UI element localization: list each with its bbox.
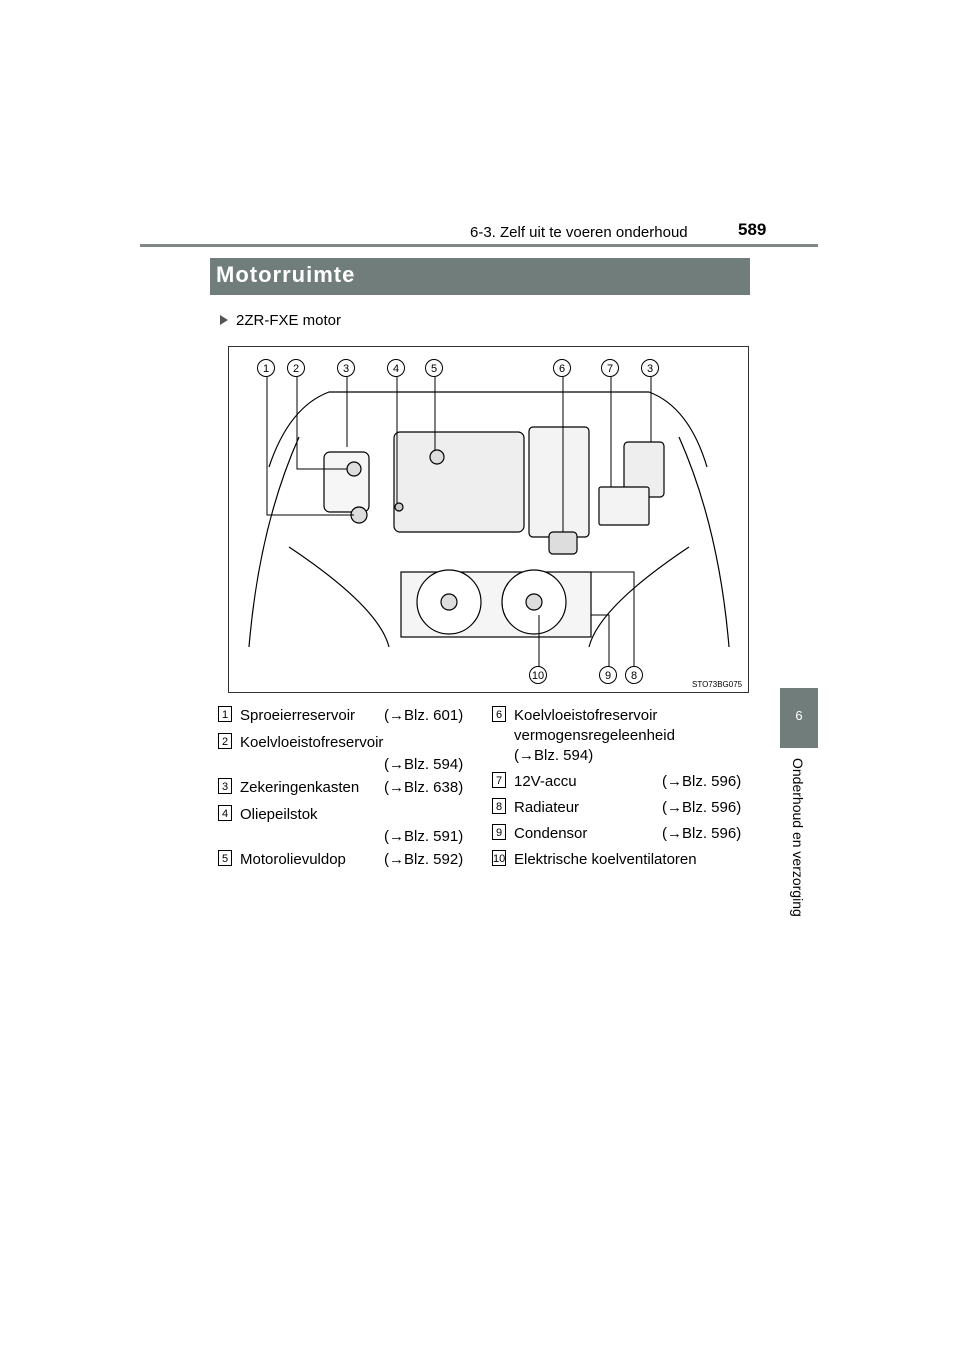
- legend-item-left: 3 Zekeringenkasten (→Blz. 638): [218, 778, 478, 838]
- legend-number: 4: [218, 805, 232, 821]
- legend-label: Zekeringenkasten: [240, 779, 360, 796]
- callout-top: 4: [387, 359, 405, 377]
- inverter-unit: [528, 426, 590, 538]
- dipstick-handle: [394, 502, 404, 512]
- legend-number: 1: [218, 706, 232, 722]
- legend-item-right: 7 12V-accu (→Blz. 596): [492, 772, 752, 832]
- subheading: 2ZR-FXE motor: [220, 312, 341, 329]
- legend-item-right: 6 Koelvloeistofreservoir vermogensregeleen…: [492, 706, 752, 766]
- legend-page-ref: (→Blz. 601): [384, 707, 464, 724]
- callout-top: 2: [287, 359, 305, 377]
- callout-top: 5: [425, 359, 443, 377]
- legend-number: 9: [492, 824, 506, 840]
- legend-number: 2: [218, 733, 232, 749]
- legend-item-left: 2 Koelvloeistofreservoir(→Blz. 594): [218, 733, 478, 793]
- engine-bay-illustration: [228, 346, 749, 693]
- side-tab-text: Onderhoud en verzorging: [790, 758, 806, 917]
- callout-top: 6: [553, 359, 571, 377]
- inverter-coolant-tank: [548, 531, 578, 555]
- page-number: 589: [738, 220, 767, 239]
- battery: [598, 486, 650, 526]
- callout-bottom: 8: [625, 666, 643, 684]
- subheading-text: 2ZR-FXE motor: [236, 312, 342, 329]
- section-title: Motorruimte: [216, 262, 356, 287]
- callout-bottom: 9: [599, 666, 617, 684]
- legend-number: 6: [492, 706, 506, 722]
- legend-page-ref: (→Blz. 591): [384, 828, 464, 845]
- legend-item-right: 8 Radiateur (→Blz. 596): [492, 798, 752, 858]
- legend-label: 12V-accu: [514, 773, 577, 790]
- left-fender-line: [248, 436, 300, 648]
- legend-label: Motorolievuldop: [240, 851, 346, 868]
- legend-item-left: 5 Motorolievuldop (→Blz. 592): [218, 850, 478, 910]
- section-bar: [210, 258, 750, 295]
- oil-filler-cap: [429, 449, 445, 465]
- coolant-cap: [346, 461, 362, 477]
- callout-top: 3: [337, 359, 355, 377]
- legend-label: Radiateur: [514, 799, 580, 816]
- legend-item-left: 4 Oliepeilstok (→Blz. 591): [218, 805, 478, 865]
- legend-label: Condensor: [514, 825, 588, 842]
- legend-page-ref: (→Blz. 594): [384, 756, 464, 773]
- legend-number: 5: [218, 850, 232, 866]
- legend-item-left: 1 Sproeierreservoir (→Blz. 601): [218, 706, 478, 766]
- legend-page-ref: (→Blz. 596): [662, 799, 742, 816]
- washer-tank: [323, 451, 370, 513]
- legend-number: 3: [218, 778, 232, 794]
- callout-top: 7: [601, 359, 619, 377]
- legend-label-line2: vermogensregeleenheid: [514, 727, 675, 744]
- callout-bottom: 10: [529, 666, 547, 684]
- legend-label: Koelvloeistofreservoir: [240, 734, 384, 751]
- legend-page-ref: (→Blz. 596): [662, 825, 742, 842]
- chapter-title: 6-3. Zelf uit te voeren onderhoud: [470, 224, 688, 241]
- legend-page-ref: (→Blz. 638): [384, 779, 464, 796]
- engine-block: [393, 431, 525, 533]
- legend-item-right: 10 Elektrische koelventilatoren: [492, 850, 752, 910]
- fan-hub-left: [440, 593, 458, 611]
- side-tab: [780, 688, 818, 748]
- legend-label: Sproeierreservoir: [240, 707, 356, 724]
- legend-label: Oliepeilstok: [240, 806, 318, 823]
- legend-label: Koelvloeistofreservoir: [514, 707, 658, 724]
- callout-top: 3: [641, 359, 659, 377]
- figure-code: STO73BG075: [692, 680, 743, 689]
- legend-page-ref: (→Blz. 592): [384, 851, 464, 868]
- legend-item-right: 9 Condensor (→Blz. 596): [492, 824, 752, 884]
- hood-outline: [268, 391, 708, 468]
- callout-top: 1: [257, 359, 275, 377]
- triangle-bullet-icon: [220, 315, 228, 325]
- legend-number: 7: [492, 772, 506, 788]
- header-rule: [140, 244, 818, 247]
- legend-page-ref: (→Blz. 596): [662, 773, 742, 790]
- right-fender-line: [678, 436, 730, 648]
- legend-number: 10: [492, 850, 506, 866]
- legend-label: Elektrische koelventilatoren: [514, 851, 697, 868]
- leader-lines: [266, 377, 652, 667]
- side-tab-number: 6: [795, 708, 803, 723]
- fan-hub-right: [525, 593, 543, 611]
- legend-page-ref: (→Blz. 594): [514, 747, 594, 764]
- legend-number: 8: [492, 798, 506, 814]
- left-bumper-line: [288, 546, 390, 648]
- right-bumper-line: [588, 546, 690, 648]
